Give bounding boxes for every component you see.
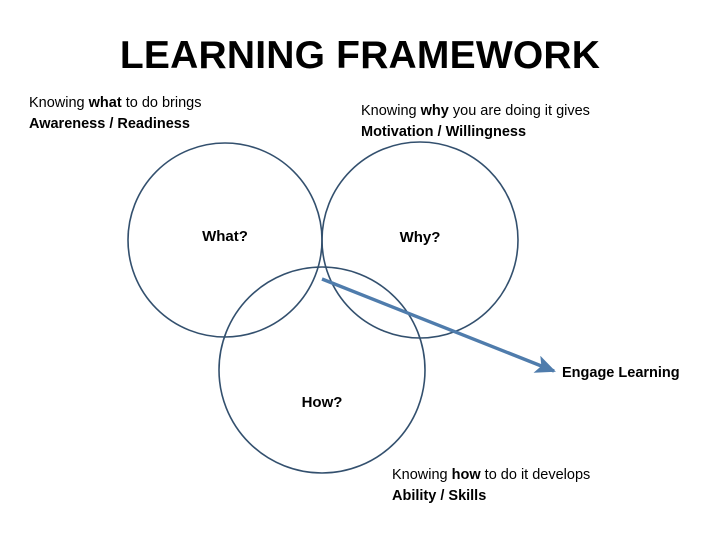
- caption-how: Knowing how to do it develops Ability / …: [392, 465, 590, 507]
- caption-why-line1: Knowing why you are doing it gives: [361, 101, 590, 122]
- caption-why-line1-suffix: you are doing it gives: [448, 103, 590, 119]
- venn-circle-how[interactable]: [218, 266, 426, 474]
- venn-label-why: Why?: [399, 229, 441, 246]
- venn-label-how: How?: [301, 394, 343, 411]
- engage-arrow: [321, 277, 556, 373]
- caption-why-line1-prefix: Knowing: [361, 103, 421, 119]
- caption-how-line2: Ability / Skills: [392, 488, 487, 504]
- page-title: LEARNING FRAMEWORK: [119, 34, 601, 77]
- caption-why-keyword: why: [420, 103, 449, 119]
- caption-how-line1-suffix: to do it develops: [480, 467, 591, 483]
- caption-why: Knowing why you are doing it gives Motiv…: [361, 101, 590, 143]
- caption-what-line1-prefix: Knowing: [29, 95, 89, 111]
- caption-what-line2: Awareness / Readiness: [29, 116, 190, 132]
- caption-how-line1: Knowing how to do it develops: [392, 465, 590, 486]
- caption-what-line1: Knowing what to do brings: [29, 93, 202, 114]
- caption-what-line1-suffix: to do brings: [121, 95, 202, 111]
- caption-why-line2: Motivation / Willingness: [361, 124, 527, 140]
- venn-label-what: What?: [202, 228, 248, 245]
- caption-what-keyword: what: [88, 95, 122, 111]
- caption-what: Knowing what to do brings Awareness / Re…: [29, 93, 202, 135]
- caption-how-keyword: how: [451, 467, 481, 483]
- caption-how-line1-prefix: Knowing: [392, 467, 452, 483]
- engage-learning-label: Engage Learning: [562, 365, 680, 381]
